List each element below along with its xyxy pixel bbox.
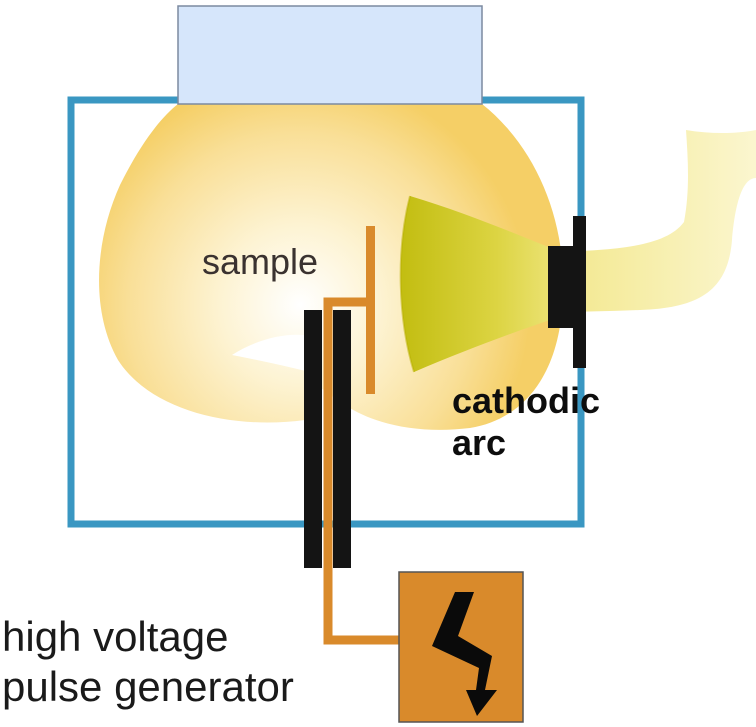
cathode-target [548,246,576,328]
cathodic-arc-label: cathodic arc [452,380,600,465]
lightning-bolt-icon [432,592,497,716]
cathodic-arc-label-line1: cathodic [452,380,601,421]
pulse-generator-label: high voltage pulse generator [2,612,294,713]
sample-label: sample [202,241,319,282]
cathodic-arc-label-line2: arc [452,422,507,464]
arc-plume-edge [399,195,415,373]
cathode-flange [573,216,586,368]
pulse-generator-label-line1: high voltage [2,613,229,660]
plasma-stream [556,130,756,312]
sample-plate [366,226,375,394]
conductor-wire [323,297,402,645]
plasma-cutout [232,334,310,372]
top-window [177,5,483,105]
arc-plume [400,196,556,372]
electrode-right [333,310,351,568]
electrode-left [304,310,322,568]
pulse-generator-label-line2: pulse generator [2,663,294,711]
